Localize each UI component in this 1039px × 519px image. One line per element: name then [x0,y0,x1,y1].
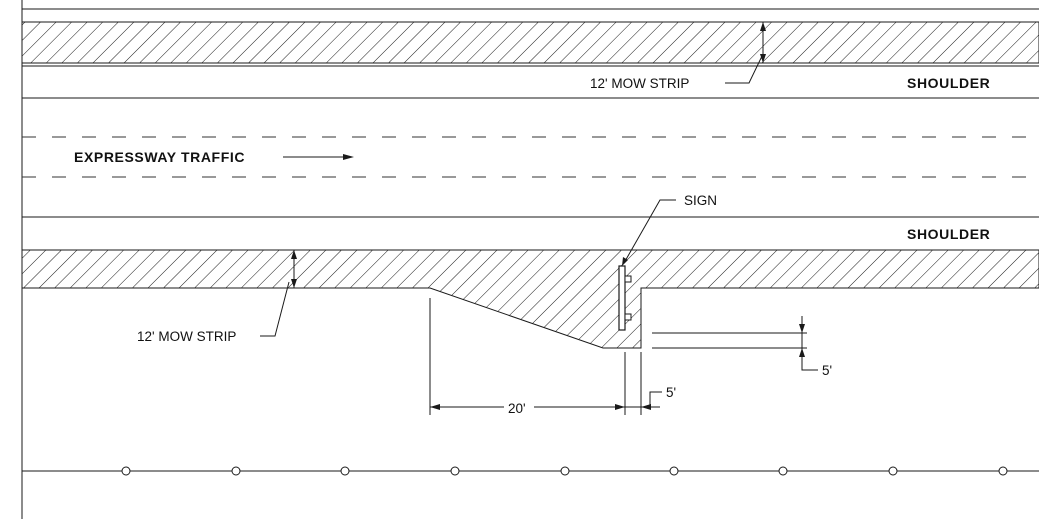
fence-post [231,466,241,476]
sign-leader [623,199,676,264]
fence-post [560,466,570,476]
dim-5h-arrow [641,404,651,410]
dim-20-label: 20' [508,401,526,416]
fence-post [888,466,898,476]
fence-post [340,466,350,476]
bottom-mow-dimension-arrow-up [291,250,297,259]
traffic-direction-arrowhead [343,154,354,160]
dim-5v-label: 5' [822,363,832,378]
fence-post [778,466,788,476]
sign-panel [618,265,626,331]
fence-post [121,466,131,476]
dim-5v-arrow-up [799,348,805,357]
top-mow-strip [21,21,1039,64]
sign-post-lower [624,313,632,321]
bottom-mow-leader [260,281,290,337]
sign-leader-arrow [622,257,628,266]
traffic-label: EXPRESSWAY TRAFFIC [74,149,245,165]
fence-post [669,466,679,476]
top-mow-dimension-arrow-up [760,22,766,31]
dim-5v-arrow-down [799,324,805,333]
sign-post-upper [624,275,632,283]
top-mow-leader [725,53,764,84]
dim-20-arrow-right [615,404,625,410]
bottom-mow-strip [21,249,1039,349]
fence-post [450,466,460,476]
fence-post [998,466,1008,476]
dim-5h-label: 5' [666,385,676,400]
dim-20-label-bg [504,399,534,415]
top-shoulder-label: SHOULDER [907,75,990,91]
sign-label: SIGN [684,193,717,208]
dim-5h-leader [649,391,662,407]
dim-20-arrow-left [430,404,440,410]
bottom-shoulder-label: SHOULDER [907,226,990,242]
top-mow-strip-label: 12' MOW STRIP [590,76,689,91]
bottom-mow-dimension-arrow-down [291,279,297,288]
bottom-mow-strip-label: 12' MOW STRIP [137,329,236,344]
dim-5v-leader [801,363,818,371]
